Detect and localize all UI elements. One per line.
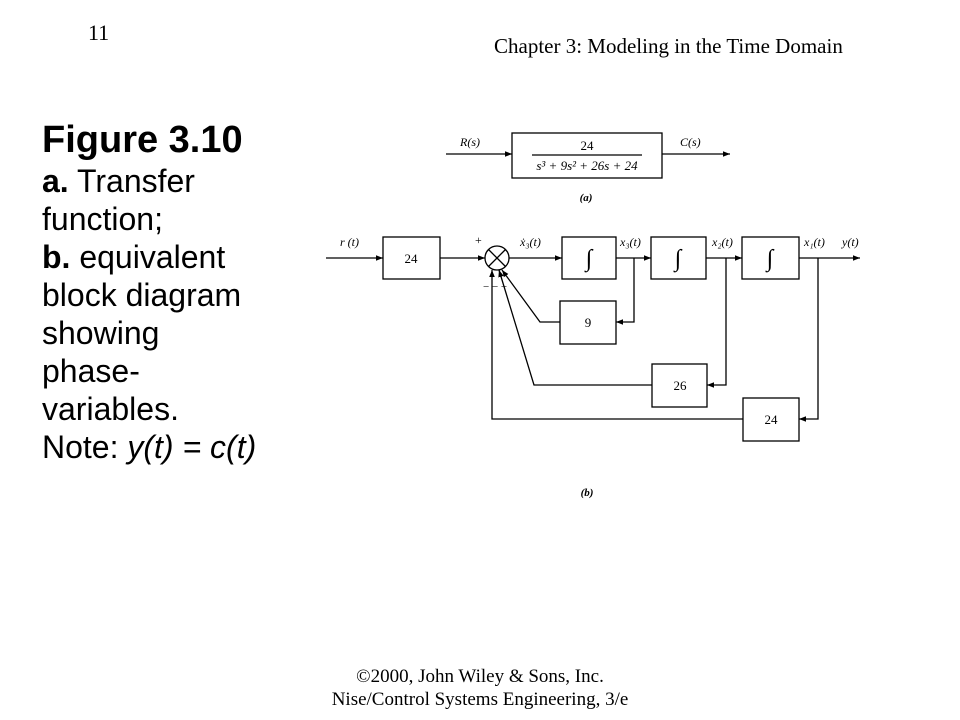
integrator-2-symbol: ∫: [673, 246, 683, 273]
caption-line-b: b. equivalent: [42, 238, 362, 276]
x3-tap-to-9: [616, 258, 635, 325]
input-label-b: r (t): [340, 235, 359, 249]
caption-line-function: function;: [42, 201, 163, 237]
caption-line-phase: phase-: [42, 353, 140, 389]
feedback-24-to-sum: [489, 270, 743, 420]
integrator-3-symbol: ∫: [765, 246, 775, 273]
feedback-26-label: 26: [674, 378, 688, 393]
y-label: y(t): [841, 235, 859, 249]
part-a-label: a.: [42, 163, 69, 199]
sublabel-a: (a): [580, 192, 593, 204]
output-label-a: C(s): [680, 135, 701, 149]
part-b-text: equivalent: [70, 239, 226, 275]
x2-label: x₂(t): [711, 235, 733, 249]
x2-tap-to-26: [707, 258, 727, 388]
footer-book: Nise/Control Systems Engineering, 3/e: [331, 689, 629, 710]
figure-title: Figure 3.10: [42, 119, 243, 161]
x1-label: x₁(t): [803, 235, 825, 249]
tf-numerator: 24: [581, 138, 595, 153]
sublabel-b: (b): [581, 487, 594, 499]
part-b-label: b.: [42, 239, 71, 275]
feedback-9-label: 9: [585, 315, 592, 330]
caption-line-block: block diagram: [42, 277, 242, 313]
sum-cross-2: [488, 249, 506, 267]
sum-minus-signs: − − −: [483, 281, 507, 293]
x3dot-label: ẋ₃(t): [519, 235, 541, 249]
integrator-1-symbol: ∫: [584, 246, 594, 273]
input-label-a: R(s): [459, 135, 480, 149]
note-expression: y(t) = c(t): [127, 429, 257, 465]
gain-block-label: 24: [405, 251, 419, 266]
figure-caption: Figure 3.10 a. Transfer function; b. equ…: [42, 118, 362, 466]
caption-note: Note: y(t) = c(t): [42, 428, 362, 466]
part-a-text: Transfer: [68, 163, 195, 199]
footer-copyright: ©2000, John Wiley & Sons, Inc.: [356, 666, 604, 687]
diagram-b: [326, 236, 860, 442]
diagram-a: [446, 132, 730, 179]
feedback-9-to-sum: [501, 269, 560, 323]
feedback-24-label: 24: [765, 412, 779, 427]
tf-denominator: s³ + 9s² + 26s + 24: [536, 158, 638, 173]
sum-plus-sign: +: [475, 233, 482, 247]
x3-label: x₃(t): [619, 235, 641, 249]
feedback-26-to-sum: [498, 269, 652, 386]
caption-line-a: a. Transfer: [42, 162, 362, 200]
x1-tap-to-24: [799, 258, 819, 422]
caption-line-variables: variables.: [42, 391, 179, 427]
caption-line-showing: showing: [42, 315, 160, 351]
slide-number: 11: [88, 20, 110, 45]
chapter-title: Chapter 3: Modeling in the Time Domain: [494, 34, 843, 58]
note-prefix: Note:: [42, 429, 128, 465]
transfer-function-block: [511, 132, 663, 179]
